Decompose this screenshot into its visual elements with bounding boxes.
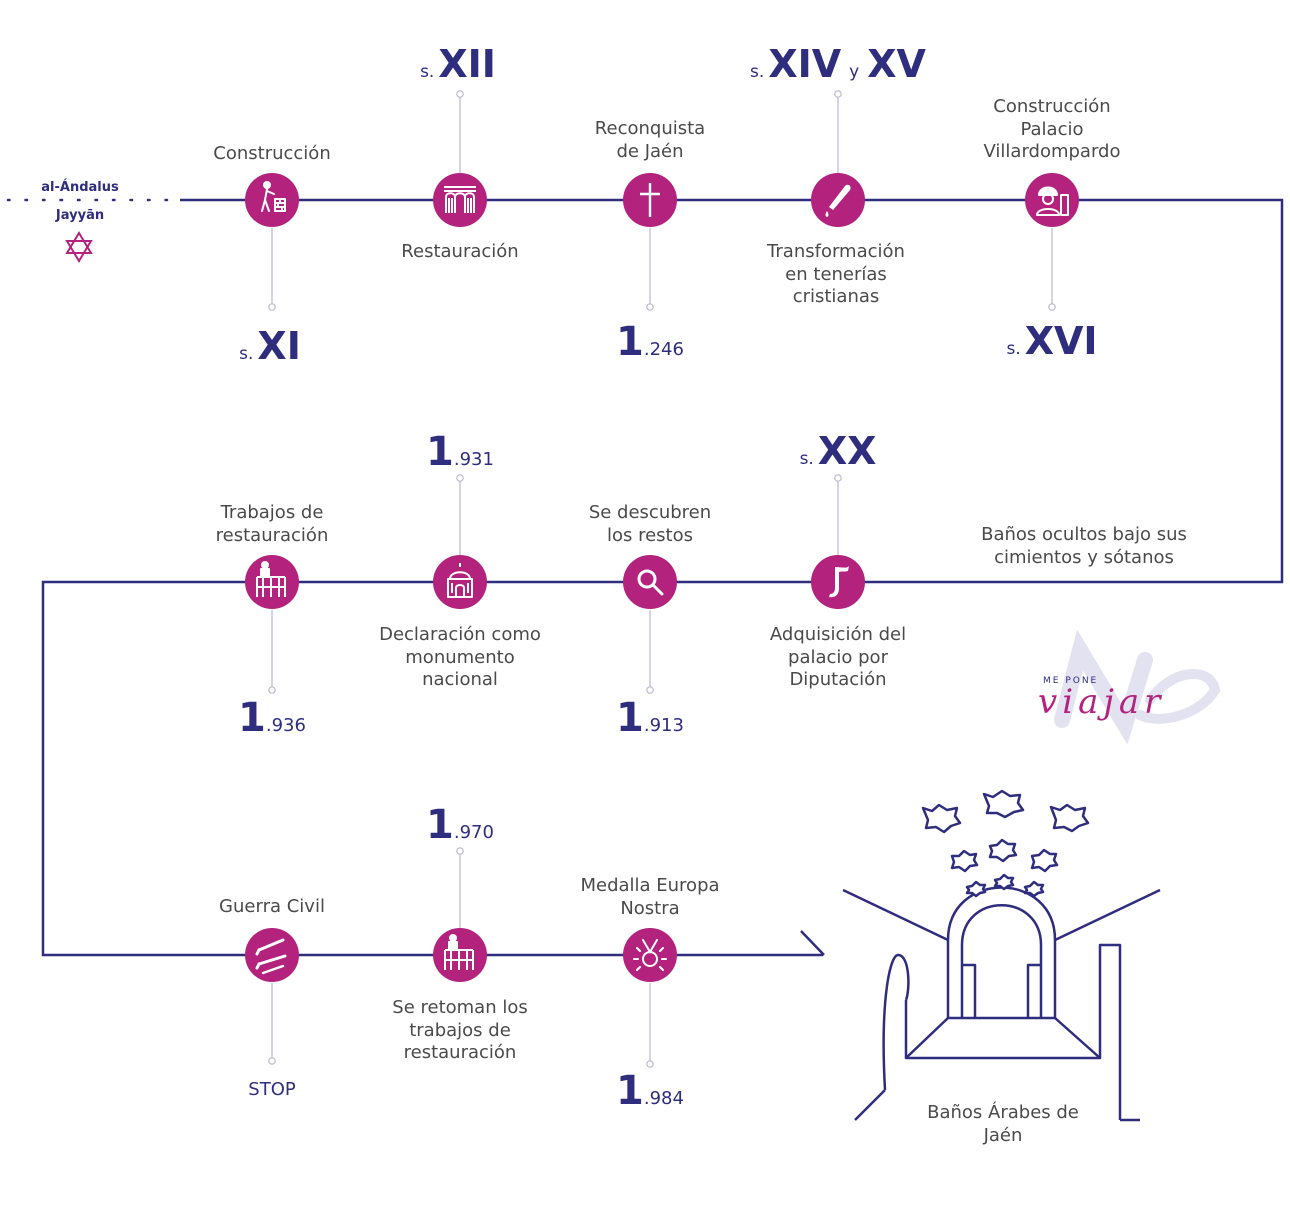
connectors [268,90,1056,1068]
descubren-node[interactable] [623,555,677,609]
guerra-label: Guerra Civil [219,896,325,917]
worker-icon [1036,186,1069,216]
diputacion-logo-icon [829,566,849,598]
construccion-label: Construcción [213,143,331,164]
reconquista-node[interactable] [623,173,677,227]
origin-label-1: al-Ándalus [41,180,119,195]
guerra-stop: STOP [248,1079,296,1100]
scaffold-icon [444,934,474,970]
cross-icon [640,183,660,217]
medalla-node[interactable] [623,928,677,982]
trabajos-year: 1.936 [238,695,306,741]
origin-label-2: Jayyān [55,208,105,223]
monument-icon [447,563,473,598]
ceiling-stars [921,789,1090,898]
retoman-year: 1.970 [426,802,494,848]
descubren-year: 1.913 [616,695,684,741]
arches-icon [444,186,476,213]
declaracion-node[interactable] [433,555,487,609]
logo-small-text: ME PONE [1043,676,1099,686]
reconquista-year: 1.246 [616,319,684,365]
logo-watermark [1054,629,1221,745]
adquisicion-century: s.XX [799,429,877,473]
retoman-node[interactable] [433,928,487,982]
tenerias-node[interactable] [811,173,865,227]
logo-script-text: viajar [1038,682,1166,722]
declaracion-year: 1.931 [426,429,494,475]
star-of-david-icon [65,231,93,263]
palacio-node[interactable] [1025,173,1079,227]
rifles-icon [255,938,287,975]
medalla-year: 1.984 [616,1068,684,1114]
restauracion-label: Restauración [401,241,519,262]
palacio-century: s.XVI [1006,319,1098,363]
guerra-node[interactable] [245,928,299,982]
medal-icon [633,939,667,971]
leather-tool-icon [825,184,851,217]
construccion-century: s.XI [239,324,301,368]
mason-building-icon [261,181,286,212]
timeline-arrow-head [800,930,825,956]
magnifier-icon [637,569,664,596]
scaffold-icon [256,561,286,597]
adquisicion-node[interactable] [811,555,865,609]
construccion-node[interactable] [245,173,299,227]
arab-baths-illustration [842,886,1161,1122]
restauracion-node[interactable] [433,173,487,227]
restauracion-century: s.XII [420,42,496,86]
trabajos-node[interactable] [245,555,299,609]
